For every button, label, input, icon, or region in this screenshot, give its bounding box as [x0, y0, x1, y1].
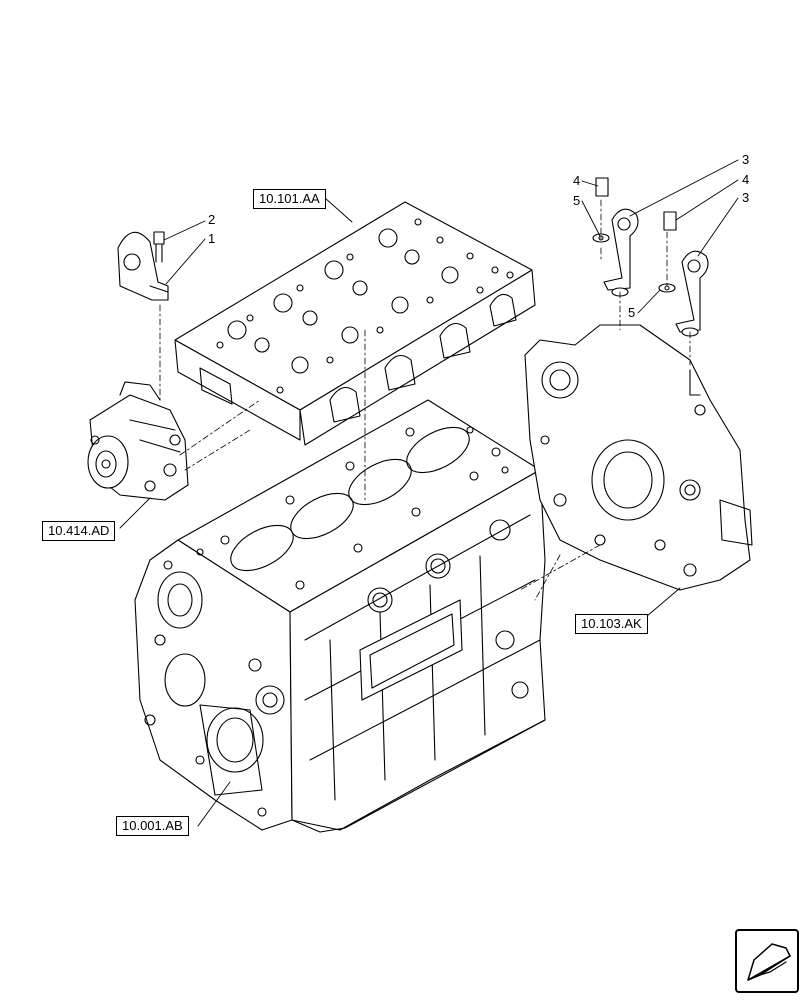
eye-bracket-upper — [592, 177, 639, 291]
cylinder-head — [174, 201, 536, 446]
eye-bracket-lower — [658, 211, 709, 333]
ref-timing-cover[interactable]: 10.103.AK — [575, 614, 648, 634]
callout-eye-washer-a: 5 — [573, 193, 581, 208]
timing-cover — [524, 324, 753, 591]
engine-block — [134, 399, 546, 833]
callout-bolt-left: 2 — [208, 212, 216, 227]
callout-eye-bolt-b: 4 — [742, 172, 750, 187]
assembly-lines — [159, 199, 691, 601]
next-page-arrow-icon[interactable] — [735, 929, 799, 993]
callout-eye-washer-b: 5 — [628, 305, 636, 320]
callout-eye-plate-a: 3 — [742, 152, 750, 167]
ref-engine-block[interactable]: 10.001.AB — [116, 816, 189, 836]
callout-eye-plate-b: 3 — [742, 190, 750, 205]
callout-eye-bolt-a: 4 — [573, 173, 581, 188]
ref-water-pump[interactable]: 10.414.AD — [42, 521, 116, 541]
ref-cylinder-head[interactable]: 10.101.AA — [253, 189, 326, 209]
lifting-bracket-left — [117, 231, 169, 301]
callout-bracket-left: 1 — [208, 231, 216, 246]
water-pump — [87, 381, 189, 501]
